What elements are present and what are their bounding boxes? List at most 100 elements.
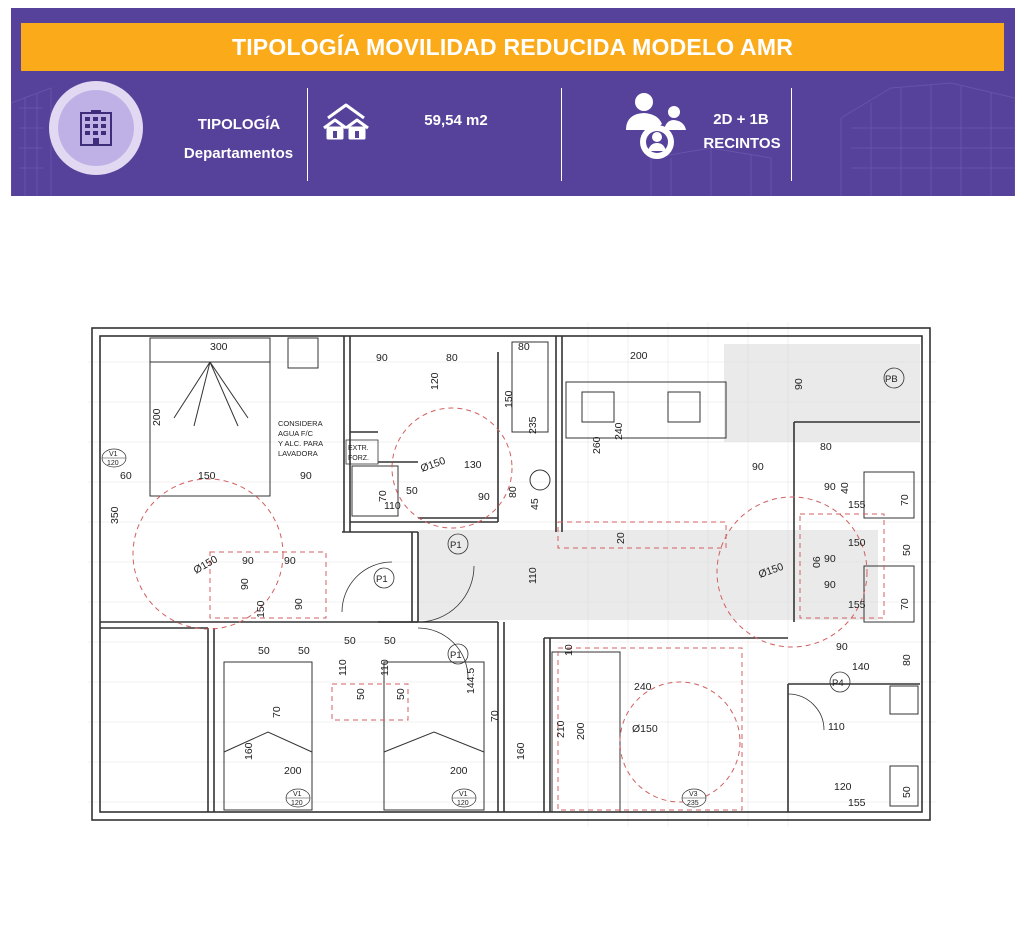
- window-tag-v3: V3 235: [681, 788, 707, 808]
- dim-label: 45: [529, 498, 541, 510]
- walls: [91, 327, 931, 821]
- dim-label: 90: [293, 598, 305, 610]
- dim-label: 60: [120, 470, 132, 482]
- dim-label: 155: [848, 499, 866, 511]
- divider-2: [561, 88, 562, 181]
- dim-label: 200: [284, 765, 302, 777]
- family-icon: [626, 93, 686, 159]
- note-line-3: Y ALC. PARA: [278, 439, 323, 448]
- dim-label: 06: [811, 556, 823, 568]
- extr-box: [345, 439, 379, 465]
- dim-label: 70: [899, 598, 911, 610]
- dim-label: 50: [298, 645, 310, 657]
- dim-label: 235: [527, 416, 539, 434]
- dim-label: 70: [489, 710, 501, 722]
- dim-label: 120: [834, 781, 852, 793]
- dim-label: 350: [109, 506, 121, 524]
- rooms-line-2: RECINTOS: [703, 135, 781, 152]
- dim-label: 90: [824, 553, 836, 565]
- dim-label: 90: [824, 579, 836, 591]
- bed-2: [383, 661, 485, 811]
- dim-label: 155: [848, 599, 866, 611]
- dining-table: [565, 381, 727, 439]
- dim-label: 70: [377, 490, 389, 502]
- dim-label: 260: [591, 436, 603, 454]
- dim-label: 50: [384, 635, 396, 647]
- dim-label: 80: [820, 441, 832, 453]
- dim-label: 50: [258, 645, 270, 657]
- window-size: 120: [457, 800, 469, 807]
- typology-value: Departamentos: [183, 145, 294, 162]
- window-tag-v1-left: V1 120: [101, 448, 127, 468]
- window-tag-v1-right: V1 120: [451, 788, 477, 808]
- dim-label: 144.5: [465, 668, 477, 694]
- houses-icon: [323, 103, 369, 140]
- note-line-4: LAVADORA: [278, 449, 318, 458]
- dim-label: 90: [836, 641, 848, 653]
- badge-inner: [58, 90, 134, 166]
- window-tag-v1-mid: V1 120: [285, 788, 311, 808]
- dim-label: 80: [507, 486, 519, 498]
- dim-label: 90: [242, 555, 254, 567]
- dim-label: 50: [406, 485, 418, 497]
- dim-label: 130: [464, 459, 482, 471]
- dim-label: 110: [384, 500, 401, 512]
- dim-label: 50: [901, 544, 913, 556]
- dim-label: 90: [793, 378, 805, 390]
- extr-label: EXTR. FORZ.: [348, 445, 369, 462]
- extr-line-1: EXTR.: [348, 445, 369, 452]
- turning-label-3: Ø150: [632, 723, 658, 735]
- bed-1: [223, 661, 313, 811]
- dim-label: 90: [239, 578, 251, 590]
- dim-label: 150: [198, 470, 216, 482]
- dim-label: 300: [210, 341, 228, 353]
- rooms-line-1: 2D + 1B: [713, 111, 769, 128]
- dim-label: 50: [901, 786, 913, 798]
- door-tag-p1-a: P1: [376, 574, 388, 585]
- window-code: V1: [109, 451, 118, 458]
- turning-circle-2: [391, 407, 513, 529]
- window-code: V1: [293, 791, 302, 798]
- dim-label: 10: [563, 644, 575, 656]
- turning-circle-4: [716, 496, 868, 648]
- window-size: 120: [107, 460, 119, 467]
- dim-label: 90: [376, 352, 388, 364]
- dim-label: 110: [337, 659, 349, 676]
- turning-label-2: Ø150: [419, 455, 447, 475]
- door-tag-p1-c: P1: [450, 650, 462, 661]
- dim-label: 155: [848, 797, 866, 809]
- area-value: 59,54 m2: [424, 112, 488, 129]
- dim-label: 120: [429, 372, 441, 390]
- title-bar: TIPOLOGÍA MOVILIDAD REDUCIDA MODELO AMR: [21, 23, 1004, 71]
- turning-circle-1: [132, 478, 284, 630]
- dim-label: 150: [848, 537, 866, 549]
- turning-circle-3: [619, 681, 741, 803]
- dim-label: 70: [899, 494, 911, 506]
- dim-label: 150: [503, 390, 515, 408]
- dim-label: 90: [824, 481, 836, 493]
- dim-label: 110: [828, 721, 845, 733]
- window-code: V1: [459, 791, 468, 798]
- building-icon: [80, 110, 112, 146]
- page-title: TIPOLOGÍA MOVILIDAD REDUCIDA MODELO AMR: [231, 33, 794, 60]
- door-swings: [341, 561, 825, 731]
- washer: [351, 465, 399, 517]
- door-tags: P1 P1 P1 P4 PB: [373, 367, 905, 693]
- note-line-2: AGUA F/C: [278, 429, 314, 438]
- dim-label: 20: [615, 532, 627, 544]
- bed-main: [149, 337, 271, 497]
- dim-label: 40: [839, 482, 851, 494]
- turning-circles: [132, 407, 885, 811]
- sofa: [551, 651, 621, 813]
- dim-label: 240: [613, 422, 625, 440]
- floor-plan: CONSIDERA AGUA F/C Y ALC. PARA LAVADORA …: [88, 322, 936, 827]
- extr-line-2: FORZ.: [348, 455, 369, 462]
- dim-label: 200: [630, 350, 648, 362]
- dim-label: 210: [555, 720, 567, 738]
- dim-label: 90: [752, 461, 764, 473]
- dim-label: 90: [478, 491, 490, 503]
- door-tag-p4: P4: [832, 678, 844, 689]
- dim-label: 140: [852, 661, 870, 673]
- dim-label: 200: [575, 722, 587, 740]
- dimension-labels: 300 200 150 90 60 350 90 80 120 80 150 2…: [109, 341, 913, 809]
